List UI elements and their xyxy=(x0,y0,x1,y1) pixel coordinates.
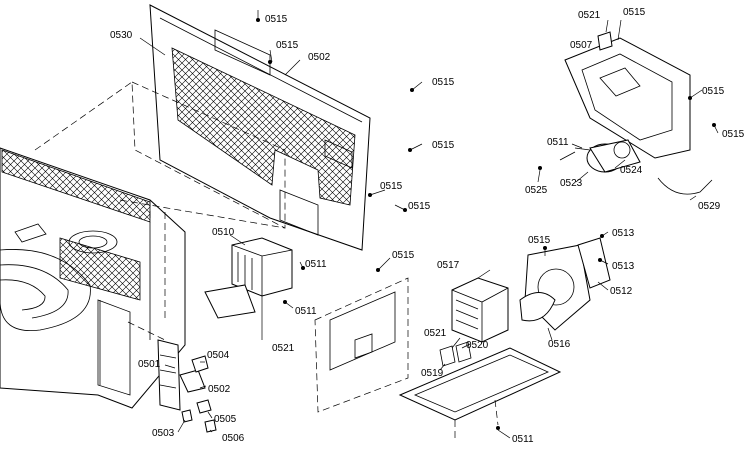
callout-0513: 0513 xyxy=(612,228,635,239)
callout-labels: 0515 0530 0515 0502 0515 0515 0515 0515 … xyxy=(110,7,745,445)
callout-0505: 0505 xyxy=(214,414,237,425)
callout-0512: 0512 xyxy=(610,286,633,297)
callout-0517: 0517 xyxy=(437,260,460,271)
callout-0507: 0507 xyxy=(570,40,593,51)
callout-0504: 0504 xyxy=(207,350,230,361)
side-shield-panel xyxy=(314,277,409,413)
callout-0515: 0515 xyxy=(722,129,745,140)
callout-0521: 0521 xyxy=(272,343,295,354)
callout-0501: 0501 xyxy=(138,359,161,370)
callout-0515: 0515 xyxy=(408,201,431,212)
callout-0511: 0511 xyxy=(512,434,534,445)
hv-transformer xyxy=(451,277,509,343)
screw-markers xyxy=(256,18,716,430)
magnetron xyxy=(204,237,293,340)
cabinet-assembly xyxy=(0,147,186,409)
callout-0515: 0515 xyxy=(380,181,403,192)
callout-0511: 0511 xyxy=(295,306,317,317)
callout-0530: 0530 xyxy=(110,30,133,41)
callout-0515: 0515 xyxy=(432,140,455,151)
callout-0524: 0524 xyxy=(620,165,643,176)
callout-0515: 0515 xyxy=(623,7,646,18)
callout-0515: 0515 xyxy=(276,40,299,51)
capacitor-bracket-assembly xyxy=(559,31,713,195)
callout-0511: 0511 xyxy=(305,259,327,270)
fan-assembly xyxy=(519,237,611,331)
callout-0516: 0516 xyxy=(548,339,571,350)
base-plate xyxy=(398,341,562,440)
callout-0523: 0523 xyxy=(560,178,583,189)
callout-0515: 0515 xyxy=(432,77,455,88)
callout-0515: 0515 xyxy=(702,86,725,97)
callout-0521: 0521 xyxy=(578,10,601,21)
callout-0506: 0506 xyxy=(222,433,245,444)
callout-0521: 0521 xyxy=(424,328,447,339)
latch-switch-assembly xyxy=(127,321,217,433)
callout-0529: 0529 xyxy=(698,201,721,212)
callout-0525: 0525 xyxy=(525,185,548,196)
callout-0519: 0519 xyxy=(421,368,444,379)
callout-0511: 0511 xyxy=(547,137,569,148)
callout-0515: 0515 xyxy=(528,235,551,246)
callout-0510: 0510 xyxy=(212,227,235,238)
callout-0502: 0502 xyxy=(208,384,231,395)
callout-0515: 0515 xyxy=(392,250,415,261)
callout-0515: 0515 xyxy=(265,14,288,25)
callout-0513: 0513 xyxy=(612,261,635,272)
callout-0520: 0520 xyxy=(466,340,489,351)
rear-panel-assembly xyxy=(34,4,371,251)
callout-0503: 0503 xyxy=(152,428,175,439)
callout-0502: 0502 xyxy=(308,52,331,63)
